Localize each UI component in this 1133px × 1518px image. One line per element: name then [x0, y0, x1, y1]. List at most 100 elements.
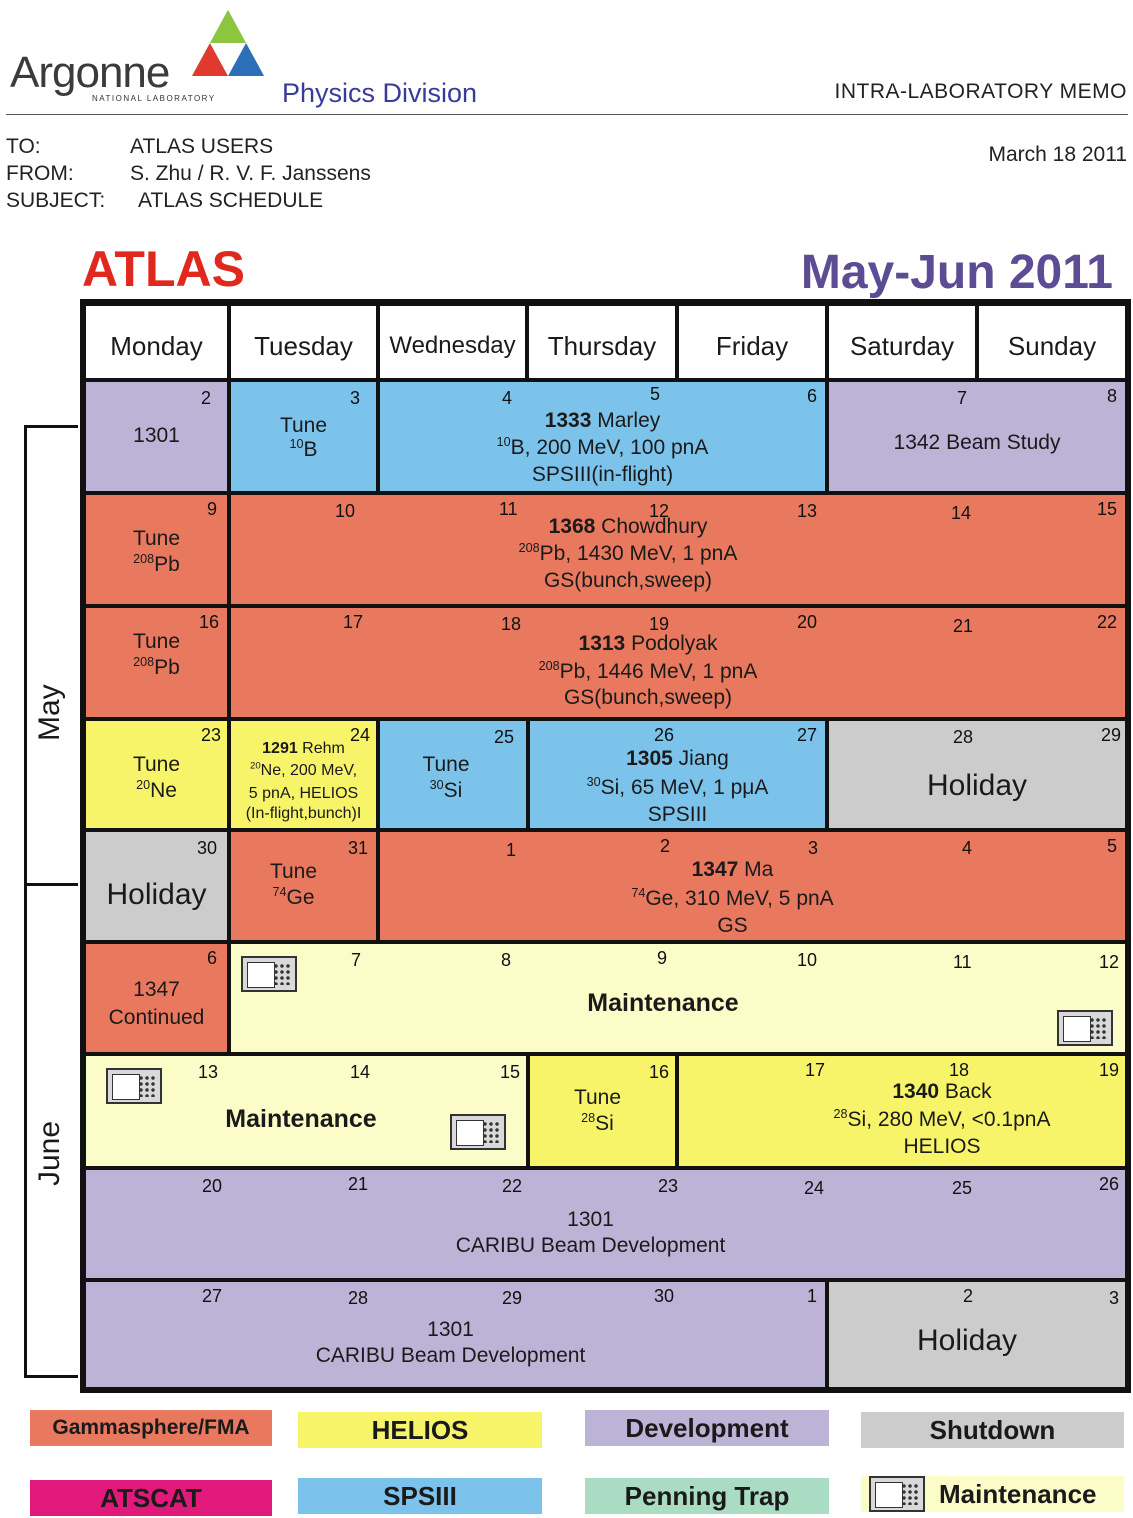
event-block-1301-caribu: 20 21 22 23 24 25 26 1301 CARIBU Beam De…	[86, 1170, 1125, 1278]
from-label: FROM:	[6, 162, 74, 185]
event-text: 10B, 200 MeV, 100 pnA	[496, 435, 709, 459]
day-number: 17	[805, 1060, 826, 1080]
event-text: Tune	[573, 1086, 622, 1109]
event-block-tune-si30: 25 Tune 30Si	[380, 721, 526, 828]
oscilloscope-icon	[106, 1068, 162, 1104]
day-number: 30	[196, 838, 217, 858]
event-text: 1313 Podolyak	[578, 632, 718, 655]
day-number: 20	[797, 612, 818, 632]
day-number: 18	[501, 614, 522, 634]
event-block-1347: 1 2 3 4 5 1347 Ma 74Ge, 310 MeV, 5 pnA G…	[380, 832, 1125, 940]
event-text: 1301	[133, 424, 180, 447]
day-number: 23	[200, 725, 221, 745]
memo-from: FROM: S. Zhu / R. V. F. Janssens	[6, 162, 371, 186]
calendar-grid: Monday Tuesday Wednesday Thursday Friday…	[80, 299, 1131, 1393]
from-value: S. Zhu / R. V. F. Janssens	[130, 162, 371, 185]
day-number: 22	[1096, 612, 1117, 632]
day-number: 25	[952, 1178, 973, 1198]
oscilloscope-icon	[869, 1476, 925, 1512]
day-header: Thursday	[529, 306, 675, 378]
event-text: Holiday	[926, 769, 1028, 802]
subject-label: SUBJECT:	[6, 189, 106, 212]
day-number: 17	[343, 612, 364, 632]
legend-label: Gammasphere/FMA	[52, 1416, 250, 1439]
day-number: 26	[654, 725, 675, 745]
event-block-tune-ge74: 31 Tune 74Ge	[231, 832, 376, 940]
legend-label: HELIOS	[371, 1414, 469, 1445]
event-block-1313: 17 18 19 20 21 22 1313 Podolyak 208Pb, 1…	[231, 608, 1125, 717]
legend-development: Development	[585, 1410, 829, 1446]
memo-subject: SUBJECT: ATLAS SCHEDULE	[6, 189, 323, 213]
day-number: 14	[951, 503, 972, 523]
day-number: 24	[804, 1178, 825, 1198]
event-block-holiday: 2 3 Holiday	[829, 1282, 1125, 1387]
subject-value: ATLAS SCHEDULE	[138, 189, 324, 212]
day-header: Wednesday	[380, 306, 525, 378]
event-text: 1291 Rehm	[262, 740, 345, 757]
day-number: 7	[351, 950, 362, 970]
logo-wordmark: Argonne	[10, 48, 170, 97]
event-text: CARIBU Beam Development	[315, 1344, 586, 1367]
event-text: 1368 Chowdhury	[548, 515, 708, 538]
event-text: 30Si, 65 MeV, 1 pμA	[586, 775, 769, 799]
event-text: 1301	[427, 1318, 474, 1341]
legend-helios: HELIOS	[298, 1412, 542, 1448]
event-block-maintenance: 13 14 15 Maintenance	[86, 1056, 526, 1166]
day-number: 9	[657, 948, 668, 968]
legend-label: Shutdown	[929, 1414, 1056, 1445]
day-number: 19	[649, 614, 670, 634]
event-text: Tune	[132, 527, 181, 550]
day-number: 10	[797, 950, 818, 970]
day-number: 8	[1106, 386, 1117, 406]
event-text: 1340 Back	[892, 1080, 992, 1103]
day-number: 15	[499, 1062, 520, 1082]
day-number: 21	[953, 616, 974, 636]
day-number: 7	[957, 388, 968, 408]
day-number: 3	[808, 838, 819, 858]
month-bracket-june	[24, 883, 78, 1378]
day-number: 29	[1100, 725, 1121, 745]
event-block-tune-pb208: 9 Tune 208Pb	[86, 495, 227, 604]
day-number: 2	[660, 836, 671, 856]
legend-label: Penning Trap	[624, 1480, 790, 1511]
day-number: 6	[206, 948, 217, 968]
event-text: Continued	[108, 1006, 205, 1029]
day-number: 9	[206, 499, 217, 519]
day-number: 13	[198, 1062, 219, 1082]
memo-type: INTRA-LABORATORY MEMO	[834, 80, 1127, 103]
legend-label: ATSCAT	[100, 1482, 202, 1513]
day-number: 31	[347, 838, 368, 858]
event-block-1368: 10 11 12 13 14 15 1368 Chowdhury 208Pb, …	[231, 495, 1125, 604]
legend-label: SPSIII	[383, 1480, 457, 1511]
event-text: 74Ge, 310 MeV, 5 pnA	[631, 886, 834, 910]
legend-atscat: ATSCAT	[30, 1480, 272, 1516]
day-number: 27	[796, 725, 817, 745]
division-name: Physics Division	[282, 78, 478, 108]
day-number: 25	[493, 727, 514, 747]
event-block-1333: 4 5 6 1333 Marley 10B, 200 MeV, 100 pnA …	[380, 382, 825, 491]
event-text: GS	[717, 914, 748, 937]
day-number: 18	[949, 1060, 970, 1080]
day-number: 2	[200, 388, 211, 408]
legend-penning-trap: Penning Trap	[585, 1478, 829, 1514]
day-number: 11	[953, 952, 972, 972]
event-text: 28Si, 280 MeV, <0.1pnA	[833, 1107, 1051, 1131]
day-number: 26	[1098, 1174, 1119, 1194]
atlas-title: ATLAS	[82, 241, 245, 297]
event-text: 30Si	[429, 778, 463, 802]
day-number: 5	[1106, 836, 1117, 856]
day-number: 30	[654, 1286, 675, 1306]
event-block-1291: 24 1291 Rehm 20Ne, 200 MeV, 5 pnA, HELIO…	[231, 721, 376, 828]
day-number: 27	[202, 1286, 223, 1306]
event-text: 208Pb	[133, 655, 180, 679]
event-text: GS(bunch,sweep)	[563, 686, 733, 709]
event-text: 10B	[289, 437, 318, 461]
memo-to: TO: ATLAS USERS	[6, 135, 273, 159]
memo-date: March 18 2011	[988, 143, 1127, 166]
oscilloscope-icon	[241, 956, 297, 992]
day-number: 5	[650, 384, 661, 404]
event-text: SPSIII(in-flight)	[531, 463, 674, 486]
day-number: 10	[335, 501, 356, 521]
day-number: 1	[806, 1286, 817, 1306]
event-block-1301: 2 1301	[86, 382, 227, 491]
